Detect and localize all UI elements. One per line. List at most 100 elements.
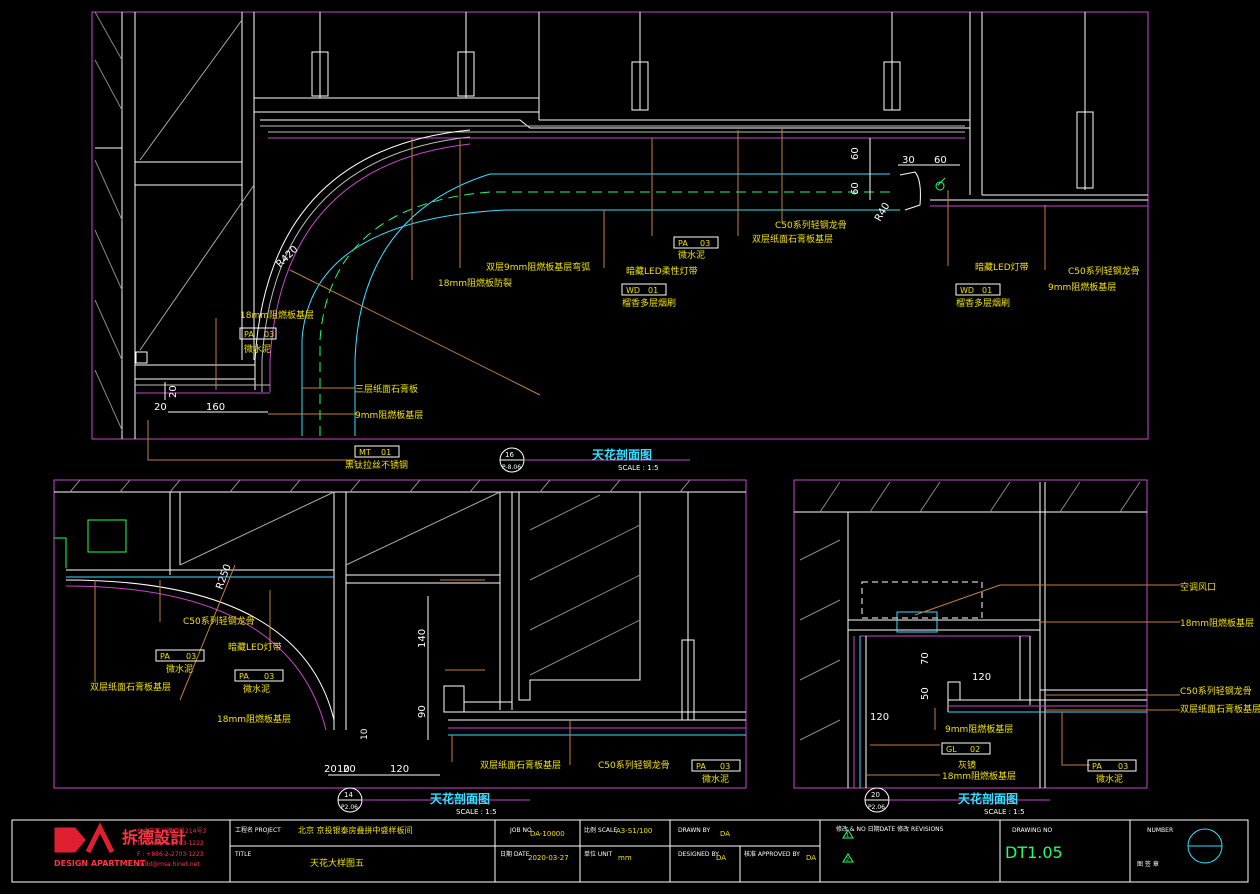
- top-tag-1: PA 03: [673, 236, 719, 249]
- top-tag-3: WD 01: [955, 283, 1001, 296]
- right-callout-3: 双层纸面石膏板基层: [1180, 703, 1260, 715]
- svg-text:PA: PA: [678, 239, 688, 248]
- right-callout-7: 微水泥: [1096, 773, 1123, 785]
- top-dim-3: 60: [934, 155, 947, 166]
- left-frame: [53, 479, 747, 789]
- drawing-no-label: DRAWING NO: [1012, 827, 1053, 834]
- date-label: 日期 DATE: [500, 850, 530, 858]
- approved-value: DA: [806, 854, 816, 862]
- svg-text:WD: WD: [960, 286, 974, 295]
- right-frame: [793, 479, 1148, 789]
- svg-text:PA: PA: [244, 330, 254, 339]
- right-callout-2: C50系列轻钢龙骨: [1180, 685, 1252, 697]
- right-scale: SCALE : 1:5: [984, 808, 1025, 816]
- top-frame: [91, 11, 1149, 440]
- rev-2: 2: [846, 857, 849, 863]
- date-value: 2020-03-27: [528, 854, 569, 862]
- top-callout-9: 9mm阻燃板基层: [1048, 281, 1116, 293]
- left-tag-2: PA 03: [691, 759, 741, 772]
- drawn-value: DA: [720, 830, 730, 838]
- right-dim-0: 70: [920, 652, 931, 665]
- left-dim-4: 20: [324, 764, 337, 775]
- top-dim-7: 160: [206, 402, 225, 413]
- svg-text:03: 03: [186, 652, 196, 661]
- left-callout-1: 微水泥: [166, 663, 193, 675]
- logo-cn: 拆德設計: [122, 828, 186, 847]
- top-tag-4: MT 01: [354, 445, 400, 458]
- svg-text:MT: MT: [359, 448, 371, 457]
- company-line-2: F : +886-2-2703-1223: [137, 851, 204, 858]
- scale-label: 比例 SCALE: [584, 826, 617, 834]
- top-callout-4: 微水泥: [678, 249, 705, 261]
- left-callout-3: 暗藏LED灯带: [228, 641, 282, 653]
- top-dim-4: R40: [873, 201, 892, 224]
- left-dim-5: 10: [337, 764, 350, 775]
- top-callout-1: 18mm阻燃板防裂: [438, 277, 512, 289]
- svg-text:01: 01: [982, 286, 992, 295]
- rev-1: 1: [846, 833, 849, 839]
- left-dim-7: 120: [390, 764, 409, 775]
- svg-text:WD: WD: [626, 286, 640, 295]
- left-callout-6: 双层纸面石膏板基层: [480, 759, 561, 771]
- top-dim-6: 20: [168, 385, 179, 398]
- job-value: DA-10000: [530, 830, 565, 838]
- top-dim-0: 60: [850, 147, 861, 160]
- logo-en: DESIGN APARTMENT: [54, 859, 146, 868]
- svg-text:03: 03: [720, 762, 730, 771]
- left-ref-num: 14: [344, 791, 353, 799]
- svg-text:PA: PA: [696, 762, 706, 771]
- svg-text:01: 01: [381, 448, 391, 457]
- left-callout-7: C50系列轻钢龙骨: [598, 759, 670, 771]
- title-label: TITLE: [234, 851, 251, 858]
- right-dim-3: 120: [870, 712, 889, 723]
- right-title: 天花剖面图: [958, 791, 1018, 806]
- top-callout-10: 三层纸面石膏板: [355, 383, 418, 395]
- top-tag-2: WD 01: [621, 283, 667, 296]
- drawing-no: DT1.05: [1005, 843, 1063, 862]
- top-ref-sheet: P-8.06: [502, 464, 521, 471]
- svg-text:03: 03: [1118, 762, 1128, 771]
- left-callout-0: C50系列轻钢龙骨: [183, 615, 255, 627]
- scale-value: A3-S1/100: [616, 827, 652, 835]
- top-callout-12: 黑钛拉丝不锈钢: [345, 459, 408, 471]
- svg-text:PA: PA: [160, 652, 170, 661]
- left-dim-2: 90: [417, 705, 428, 718]
- job-label: JOB NO: [509, 827, 532, 834]
- svg-text:GL: GL: [946, 745, 957, 754]
- project-label: 工程名 PROJECT: [235, 826, 281, 834]
- top-scale: SCALE : 1:5: [618, 464, 659, 472]
- title-value: 天花大样图五: [310, 857, 364, 869]
- right-tag-1: PA 03: [1087, 759, 1137, 772]
- top-tag-0: PA 03: [239, 327, 277, 340]
- top-callout-7: 暗藏LED灯带: [975, 261, 1029, 273]
- right-callout-1: 18mm阻燃板基层: [1180, 617, 1254, 629]
- left-scale: SCALE : 1:5: [456, 808, 497, 816]
- left-title: 天花剖面图: [430, 791, 490, 806]
- stamp-label: 图 签 章: [1137, 860, 1159, 868]
- right-tag-0: GL 02: [941, 742, 991, 755]
- left-dim-6: 20: [343, 764, 356, 775]
- svg-text:02: 02: [970, 745, 980, 754]
- designed-label: DESIGNED BY: [678, 851, 719, 858]
- top-callout-0: 18mm阻燃板基层: [240, 309, 314, 321]
- right-dim-2: 50: [920, 687, 931, 700]
- left-tag-1: PA 03: [234, 669, 284, 682]
- right-dim-1: 120: [972, 672, 991, 683]
- svg-text:PA: PA: [239, 672, 249, 681]
- top-dim-8: 20: [154, 402, 167, 413]
- company-line-1: T : +886-2-2703-1222: [136, 840, 204, 847]
- revisions-label: 修改 & NO 日期DATE 修改 REVISIONS: [836, 825, 944, 833]
- unit-value: mm: [618, 854, 632, 862]
- company-line-0: 台北市信义路四段214号3: [137, 827, 206, 835]
- number-label: NUMBER: [1147, 827, 1173, 834]
- top-callout-13: 微水泥: [244, 343, 271, 355]
- top-callout-6: C50系列轻钢龙骨: [775, 219, 847, 231]
- left-dim-1: 140: [417, 629, 428, 648]
- left-dim-3: 10: [360, 728, 370, 740]
- title-block-frame: [11, 819, 1249, 883]
- top-dim-5: R420: [274, 244, 300, 270]
- top-callout-2: 双层9mm阻燃板基层弯弧: [486, 261, 590, 273]
- top-callout-8: C50系列轻钢龙骨: [1068, 265, 1140, 277]
- top-dim-2: 30: [902, 155, 915, 166]
